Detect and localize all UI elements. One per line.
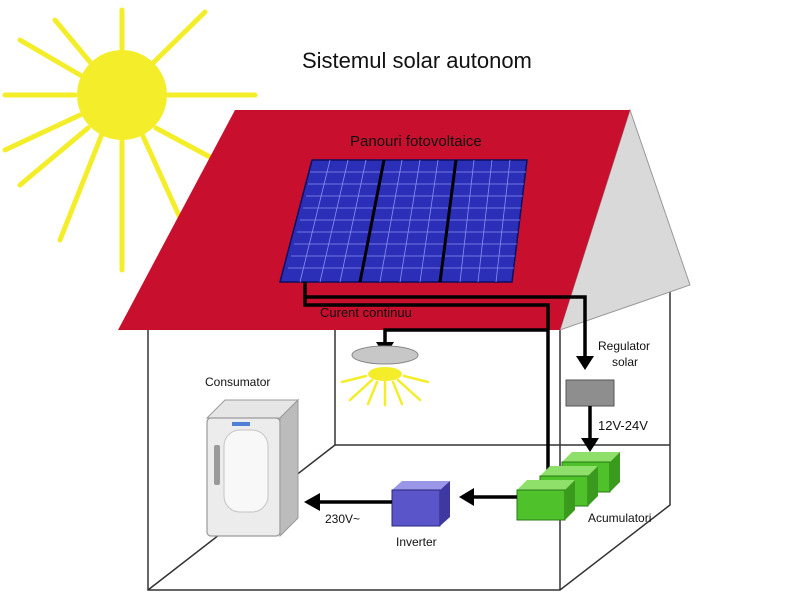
- batteries-label: Acumulatori: [588, 511, 651, 525]
- regulator-box: [565, 379, 615, 407]
- arrow-to-regulator: [576, 356, 594, 370]
- consumer-label: Consumator: [205, 375, 270, 389]
- house-frame: [147, 285, 671, 591]
- arrow-to-consumer: [304, 493, 320, 511]
- inverter-label: Inverter: [396, 535, 437, 549]
- regulator-label-line2: solar: [612, 355, 638, 369]
- ceiling-lamp-icon: [340, 345, 430, 407]
- fridge-icon: [205, 398, 300, 538]
- batteries-icon: [516, 452, 620, 521]
- regulator-label-line1: Regulator: [598, 339, 650, 353]
- solar-panels: [279, 159, 528, 283]
- arrow-to-inverter: [459, 488, 474, 506]
- panels-label: Panouri fotovoltaice: [350, 133, 482, 150]
- inverter-icon: [391, 481, 450, 527]
- dc-label: Curent continuu: [320, 305, 412, 320]
- dc-voltage-label: 12V-24V: [598, 418, 648, 433]
- sun-icon: [2, 7, 265, 273]
- arrow-to-batteries: [581, 438, 599, 452]
- diagram-title: Sistemul solar autonom: [302, 48, 532, 73]
- ac-voltage-label: 230V~: [325, 512, 360, 526]
